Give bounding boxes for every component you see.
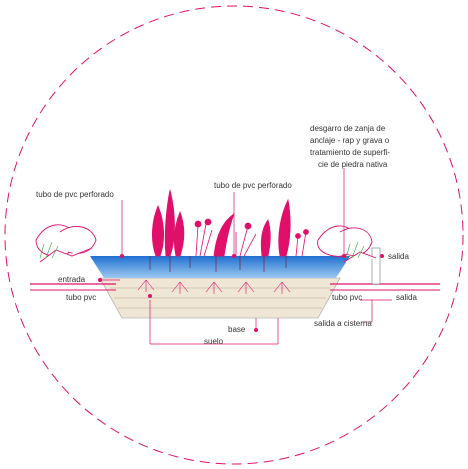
label-entrada: entrada [58, 275, 86, 284]
label-tubo-pvc-right: tubo pvc [332, 293, 362, 302]
label-desgarro-2: anclaje - rap y grava o [310, 136, 390, 145]
outlet-riser [371, 247, 381, 285]
slope-grass [39, 241, 365, 259]
dashed-boundary-circle [4, 5, 464, 465]
label-desgarro-1: desgarro de zanja de [310, 124, 386, 133]
label-salida-lower: salida [396, 293, 417, 302]
soil-texture [110, 287, 330, 309]
label-suelo: suelo [204, 337, 224, 346]
central-planting [152, 189, 309, 257]
leader-dots [98, 254, 384, 332]
ponding-water [90, 256, 350, 278]
label-desgarro-3: tratamiento de superfi- [310, 148, 390, 157]
label-salida-upper: salida [388, 252, 409, 261]
label-desgarro-4: cie de piedra nativa [318, 160, 388, 169]
label-tubo-perforado-center: tubo de pvc perforado [214, 181, 292, 190]
label-base: base [228, 325, 246, 334]
right-slope-plant [317, 225, 377, 263]
left-slope-plant [35, 224, 97, 263]
leader-lines [100, 168, 392, 345]
label-salida-cisterna: salida a cisterna [314, 319, 372, 328]
root-zone [137, 279, 291, 294]
plant-stems [149, 256, 287, 272]
label-tubo-perforado-left: tubo de pvc perforado [36, 190, 114, 199]
label-tubo-pvc-left: tubo pvc [66, 293, 96, 302]
